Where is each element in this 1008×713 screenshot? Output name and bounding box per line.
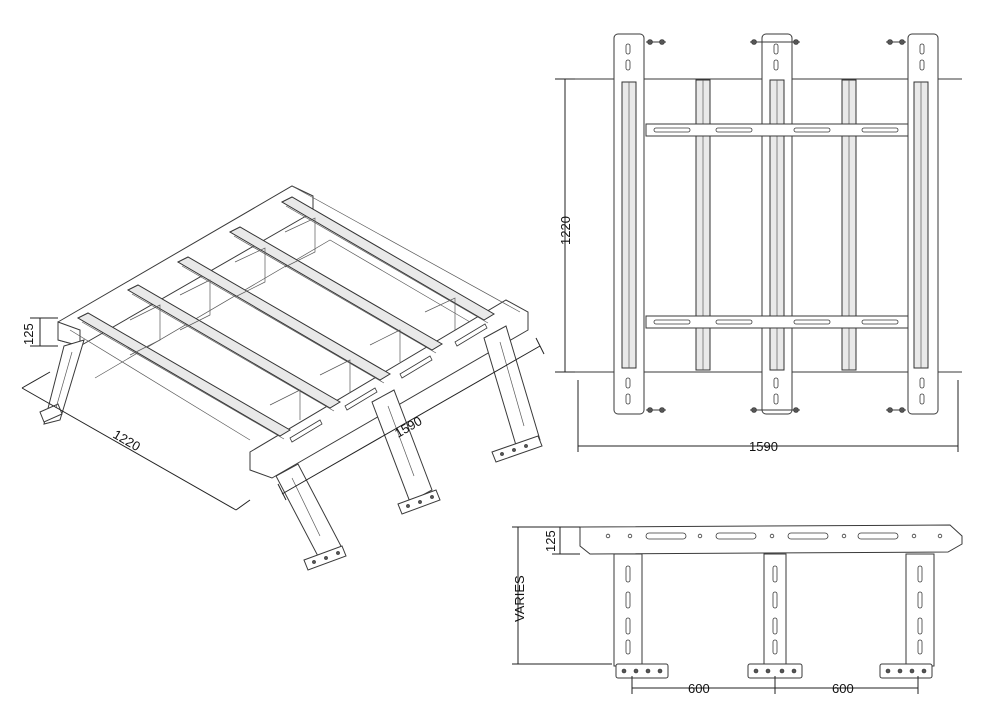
top-plate-slots: [625, 43, 925, 405]
iso-cross-rails: [76, 196, 495, 440]
front-feet: [615, 663, 933, 679]
top-rails: [621, 79, 929, 371]
front-height-dim: 125: [543, 530, 558, 552]
front-spacing-right: 600: [832, 681, 854, 696]
iso-depth-dim: 1220: [111, 427, 144, 454]
front-view: 125 VARIES 600 600: [512, 524, 963, 696]
top-dimensions: 1220 1590: [555, 78, 959, 454]
top-depth-dim: 1220: [558, 216, 573, 245]
top-width-dim: 1590: [749, 439, 778, 454]
front-dimensions: 125 VARIES 600 600: [512, 526, 919, 696]
isometric-view: 125 1220 1590: [21, 185, 545, 571]
front-leg-dim: VARIES: [512, 575, 527, 622]
front-beam-slots: [605, 532, 943, 540]
front-spacing-left: 600: [688, 681, 710, 696]
front-legs: [613, 553, 935, 667]
top-foot-bolts: [646, 39, 906, 413]
iso-front-slots: [289, 323, 488, 443]
top-brackets: [645, 123, 909, 329]
top-view: 1220 1590: [555, 33, 962, 454]
iso-brackets: [129, 217, 456, 420]
iso-height-dim: 125: [21, 323, 36, 345]
